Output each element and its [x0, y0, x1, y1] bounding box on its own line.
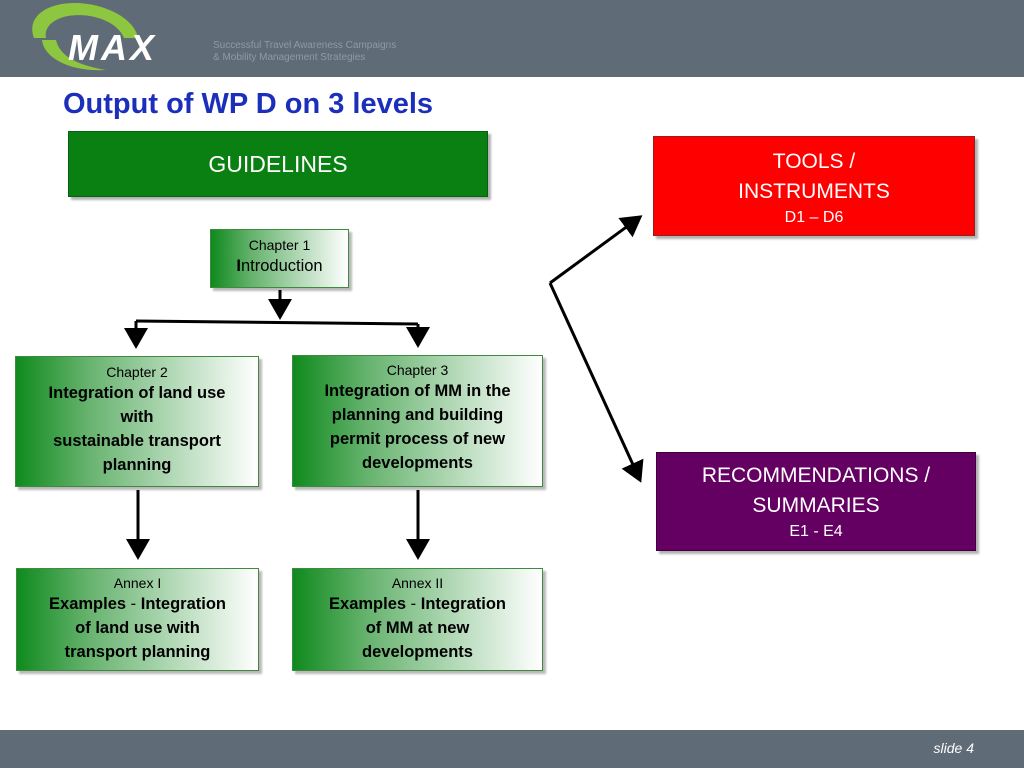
logo-tagline: Successful Travel Awareness Campaigns & …: [213, 40, 433, 64]
annex1-title-line3: transport planning: [64, 643, 211, 661]
tools-box: TOOLS / INSTRUMENTS D1 – D6: [653, 136, 975, 236]
annex1-box: Annex I Examples - Integration of land u…: [16, 568, 259, 671]
recommendations-title-line2: SUMMARIES: [752, 494, 880, 517]
logo-tagline-line2: & Mobility Management Strategies: [213, 52, 366, 63]
chapter3-title-line2: planning and building: [331, 406, 504, 424]
annex2-label: Annex II: [391, 575, 444, 591]
chapter1-label: Chapter 1: [248, 237, 311, 253]
guidelines-label: GUIDELINES: [208, 150, 348, 177]
arrow-to-recommendations: [548, 282, 644, 483]
branch-horizontal-line: [135, 319, 419, 326]
logo-swoosh-lower-icon: [42, 40, 106, 71]
chapter1-box: Chapter 1 Introduction: [210, 229, 349, 288]
annex1-title-line1: Examples - Integration: [49, 595, 226, 613]
annex2-title-line2: of MM at new: [365, 619, 470, 637]
tools-range: D1 – D6: [784, 209, 844, 226]
chapter2-label: Chapter 2: [106, 364, 168, 380]
annex2-title-line3: developments: [362, 643, 473, 661]
recommendations-box: RECOMMENDATIONS / SUMMARIES E1 - E4: [656, 452, 976, 551]
chapter3-title-line3: permit process of new: [329, 430, 506, 448]
chapter3-title-line4: developments: [362, 454, 473, 472]
logo-tagline-line1: Successful Travel Awareness Campaigns: [213, 40, 397, 51]
annex2-title-line1: Examples - Integration: [329, 595, 506, 613]
chapter3-title-line1: Integration of MM in the: [324, 382, 511, 400]
tools-title-line1: TOOLS /: [772, 150, 856, 173]
chapter2-title-line3: sustainable transport: [53, 432, 221, 450]
logo-swoosh-icon: [32, 2, 138, 38]
max-logo: MAX: [32, 2, 157, 71]
logo-wordmark: MAX: [68, 27, 157, 68]
arrow-to-tools: [549, 215, 643, 285]
chapter3-box: Chapter 3 Integration of MM in the plann…: [292, 355, 543, 487]
guidelines-box: GUIDELINES: [68, 131, 488, 197]
annex1-title-line2: of land use with: [75, 619, 200, 637]
chapter3-label: Chapter 3: [386, 362, 449, 378]
annex1-label: Annex I: [113, 575, 162, 591]
annex2-box: Annex II Examples - Integration of MM at…: [292, 568, 543, 671]
chapter1-title: Introduction: [236, 257, 323, 275]
chapter2-title-line4: planning: [102, 456, 172, 474]
recommendations-title-line1: RECOMMENDATIONS /: [701, 464, 931, 487]
recommendations-range: E1 - E4: [789, 523, 843, 540]
chapter2-title-line2: with: [120, 408, 154, 426]
tools-title-line2: INSTRUMENTS: [738, 180, 890, 203]
chapter2-box: Chapter 2 Integration of land use with s…: [15, 356, 259, 487]
slide-number: slide 4: [933, 740, 974, 756]
header-bar: [0, 0, 1024, 77]
chapter2-title-line1: Integration of land use: [48, 384, 226, 402]
footer-bar: [0, 730, 1024, 768]
slide-title: Output of WP D on 3 levels: [63, 88, 434, 120]
